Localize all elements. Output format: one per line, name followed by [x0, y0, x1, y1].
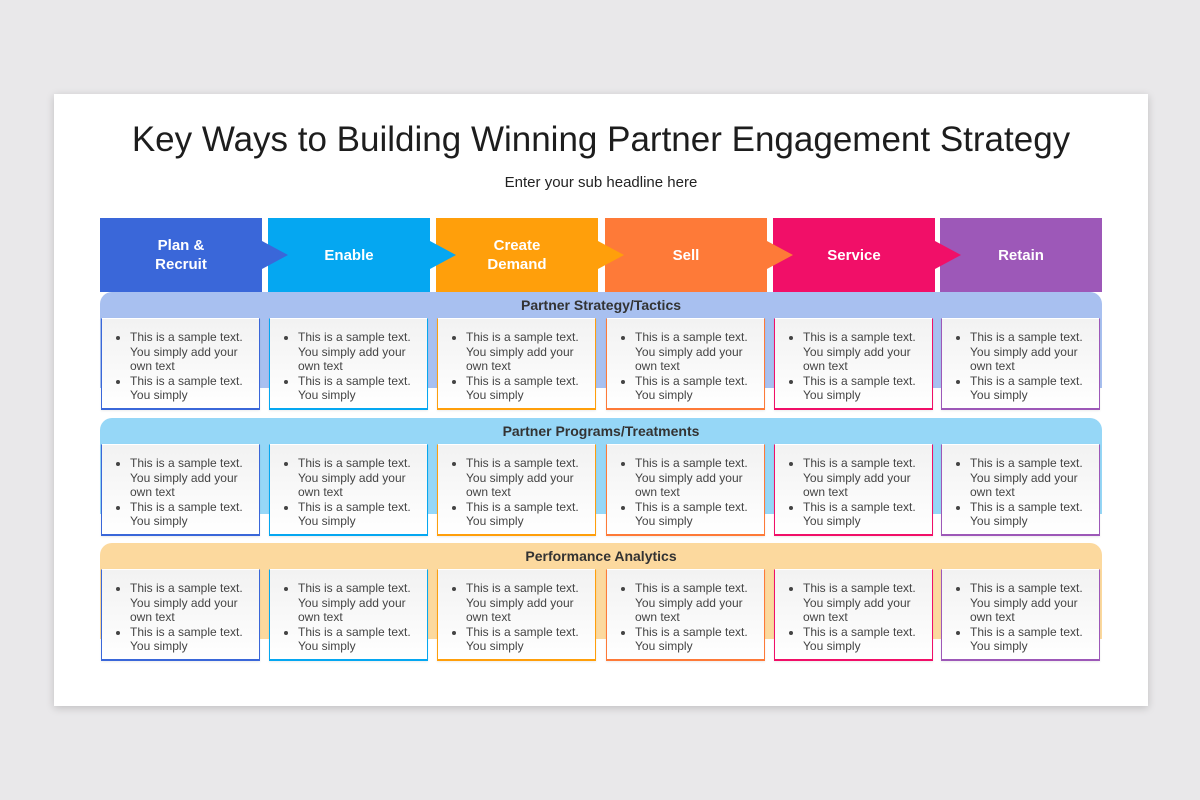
bullet-item: This is a sample text. You simply add yo…	[803, 581, 928, 625]
stage-1: Plan & Recruit	[100, 218, 288, 292]
text-card: This is a sample text. You simply add yo…	[101, 444, 260, 536]
text-card: This is a sample text. You simply add yo…	[774, 569, 933, 661]
bullet-item: This is a sample text. You simply	[635, 374, 760, 403]
bullet-item: This is a sample text. You simply add yo…	[298, 581, 423, 625]
bullet-list: This is a sample text. You simply add yo…	[942, 570, 1099, 654]
text-card: This is a sample text. You simply add yo…	[269, 318, 428, 410]
bullet-list: This is a sample text. You simply add yo…	[102, 319, 259, 403]
slide: Key Ways to Building Winning Partner Eng…	[54, 94, 1148, 706]
bullet-list: This is a sample text. You simply add yo…	[438, 319, 595, 403]
text-card: This is a sample text. You simply add yo…	[941, 318, 1100, 410]
bullet-list: This is a sample text. You simply add yo…	[607, 319, 764, 403]
stage-5: Service	[773, 218, 961, 292]
bullet-item: This is a sample text. You simply	[130, 500, 255, 529]
bullet-item: This is a sample text. You simply add yo…	[130, 456, 255, 500]
text-card: This is a sample text. You simply add yo…	[437, 444, 596, 536]
page-title: Key Ways to Building Winning Partner Eng…	[131, 120, 1071, 159]
bullet-item: This is a sample text. You simply add yo…	[803, 456, 928, 500]
text-card: This is a sample text. You simply add yo…	[774, 318, 933, 410]
bullet-item: This is a sample text. You simply add yo…	[970, 581, 1095, 625]
text-card: This is a sample text. You simply add yo…	[269, 444, 428, 536]
bullet-item: This is a sample text. You simply add yo…	[635, 330, 760, 374]
bullet-item: This is a sample text. You simply	[970, 625, 1095, 654]
bullet-item: This is a sample text. You simply	[466, 500, 591, 529]
stage-label: Sell	[672, 246, 700, 264]
bullet-item: This is a sample text. You simply add yo…	[466, 581, 591, 625]
bullet-item: This is a sample text. You simply	[803, 500, 928, 529]
chevron-right-icon	[262, 241, 288, 269]
bullet-item: This is a sample text. You simply	[130, 374, 255, 403]
text-card: This is a sample text. You simply add yo…	[941, 444, 1100, 536]
stage-label: Enable	[324, 246, 374, 264]
text-card: This is a sample text. You simply add yo…	[606, 569, 765, 661]
stage-label: Plan & Recruit	[155, 237, 207, 273]
bullet-list: This is a sample text. You simply add yo…	[607, 570, 764, 654]
bullet-list: This is a sample text. You simply add yo…	[270, 570, 427, 654]
text-card: This is a sample text. You simply add yo…	[941, 569, 1100, 661]
bullet-item: This is a sample text. You simply	[298, 625, 423, 654]
bullet-list: This is a sample text. You simply add yo…	[102, 445, 259, 529]
bullet-item: This is a sample text. You simply add yo…	[298, 330, 423, 374]
text-card: This is a sample text. You simply add yo…	[606, 318, 765, 410]
text-card: This is a sample text. You simply add yo…	[437, 569, 596, 661]
bullet-item: This is a sample text. You simply add yo…	[466, 456, 591, 500]
section-band: Performance Analytics	[100, 543, 1102, 639]
bullet-list: This is a sample text. You simply add yo…	[607, 445, 764, 529]
bullet-item: This is a sample text. You simply	[970, 374, 1095, 403]
chevron-right-icon	[935, 241, 961, 269]
stage-label: Retain	[998, 246, 1044, 264]
stage-3: Create Demand	[436, 218, 624, 292]
stage-6: Retain	[940, 218, 1102, 292]
text-card: This is a sample text. You simply add yo…	[437, 318, 596, 410]
bullet-item: This is a sample text. You simply	[298, 500, 423, 529]
text-card: This is a sample text. You simply add yo…	[606, 444, 765, 536]
section-label: Partner Strategy/Tactics	[520, 297, 682, 313]
section-band: Partner Strategy/Tactics	[100, 292, 1102, 388]
stage-2: Enable	[268, 218, 456, 292]
bullet-list: This is a sample text. You simply add yo…	[942, 319, 1099, 403]
bullet-item: This is a sample text. You simply add yo…	[635, 581, 760, 625]
chevron-right-icon	[598, 241, 624, 269]
page-subtitle: Enter your sub headline here	[504, 174, 698, 191]
bullet-item: This is a sample text. You simply	[970, 500, 1095, 529]
bullet-list: This is a sample text. You simply add yo…	[942, 445, 1099, 529]
bullet-item: This is a sample text. You simply add yo…	[970, 456, 1095, 500]
bullet-item: This is a sample text. You simply	[803, 374, 928, 403]
bullet-list: This is a sample text. You simply add yo…	[438, 445, 595, 529]
stage-4: Sell	[605, 218, 793, 292]
bullet-item: This is a sample text. You simply	[635, 625, 760, 654]
bullet-list: This is a sample text. You simply add yo…	[775, 445, 932, 529]
text-card: This is a sample text. You simply add yo…	[774, 444, 933, 536]
bullet-item: This is a sample text. You simply add yo…	[466, 330, 591, 374]
bullet-item: This is a sample text. You simply add yo…	[298, 456, 423, 500]
bullet-item: This is a sample text. You simply	[466, 625, 591, 654]
text-card: This is a sample text. You simply add yo…	[101, 569, 260, 661]
stage-label: Create Demand	[487, 237, 547, 273]
bullet-item: This is a sample text. You simply add yo…	[130, 330, 255, 374]
chevron-right-icon	[430, 241, 456, 269]
stage-label: Service	[827, 246, 881, 264]
bullet-list: This is a sample text. You simply add yo…	[270, 319, 427, 403]
section-band: Partner Programs/Treatments	[100, 418, 1102, 514]
bullet-list: This is a sample text. You simply add yo…	[775, 570, 932, 654]
bullet-list: This is a sample text. You simply add yo…	[270, 445, 427, 529]
bullet-item: This is a sample text. You simply add yo…	[130, 581, 255, 625]
bullet-item: This is a sample text. You simply	[130, 625, 255, 654]
bullet-item: This is a sample text. You simply add yo…	[803, 330, 928, 374]
bullet-list: This is a sample text. You simply add yo…	[102, 570, 259, 654]
text-card: This is a sample text. You simply add yo…	[101, 318, 260, 410]
bullet-list: This is a sample text. You simply add yo…	[775, 319, 932, 403]
bullet-item: This is a sample text. You simply	[803, 625, 928, 654]
bullet-item: This is a sample text. You simply	[635, 500, 760, 529]
section-label: Performance Analytics	[525, 548, 677, 564]
bullet-item: This is a sample text. You simply	[466, 374, 591, 403]
bullet-item: This is a sample text. You simply add yo…	[635, 456, 760, 500]
text-card: This is a sample text. You simply add yo…	[269, 569, 428, 661]
bullet-item: This is a sample text. You simply add yo…	[970, 330, 1095, 374]
bullet-item: This is a sample text. You simply	[298, 374, 423, 403]
chevron-right-icon	[767, 241, 793, 269]
section-label: Partner Programs/Treatments	[502, 423, 700, 439]
bullet-list: This is a sample text. You simply add yo…	[438, 570, 595, 654]
